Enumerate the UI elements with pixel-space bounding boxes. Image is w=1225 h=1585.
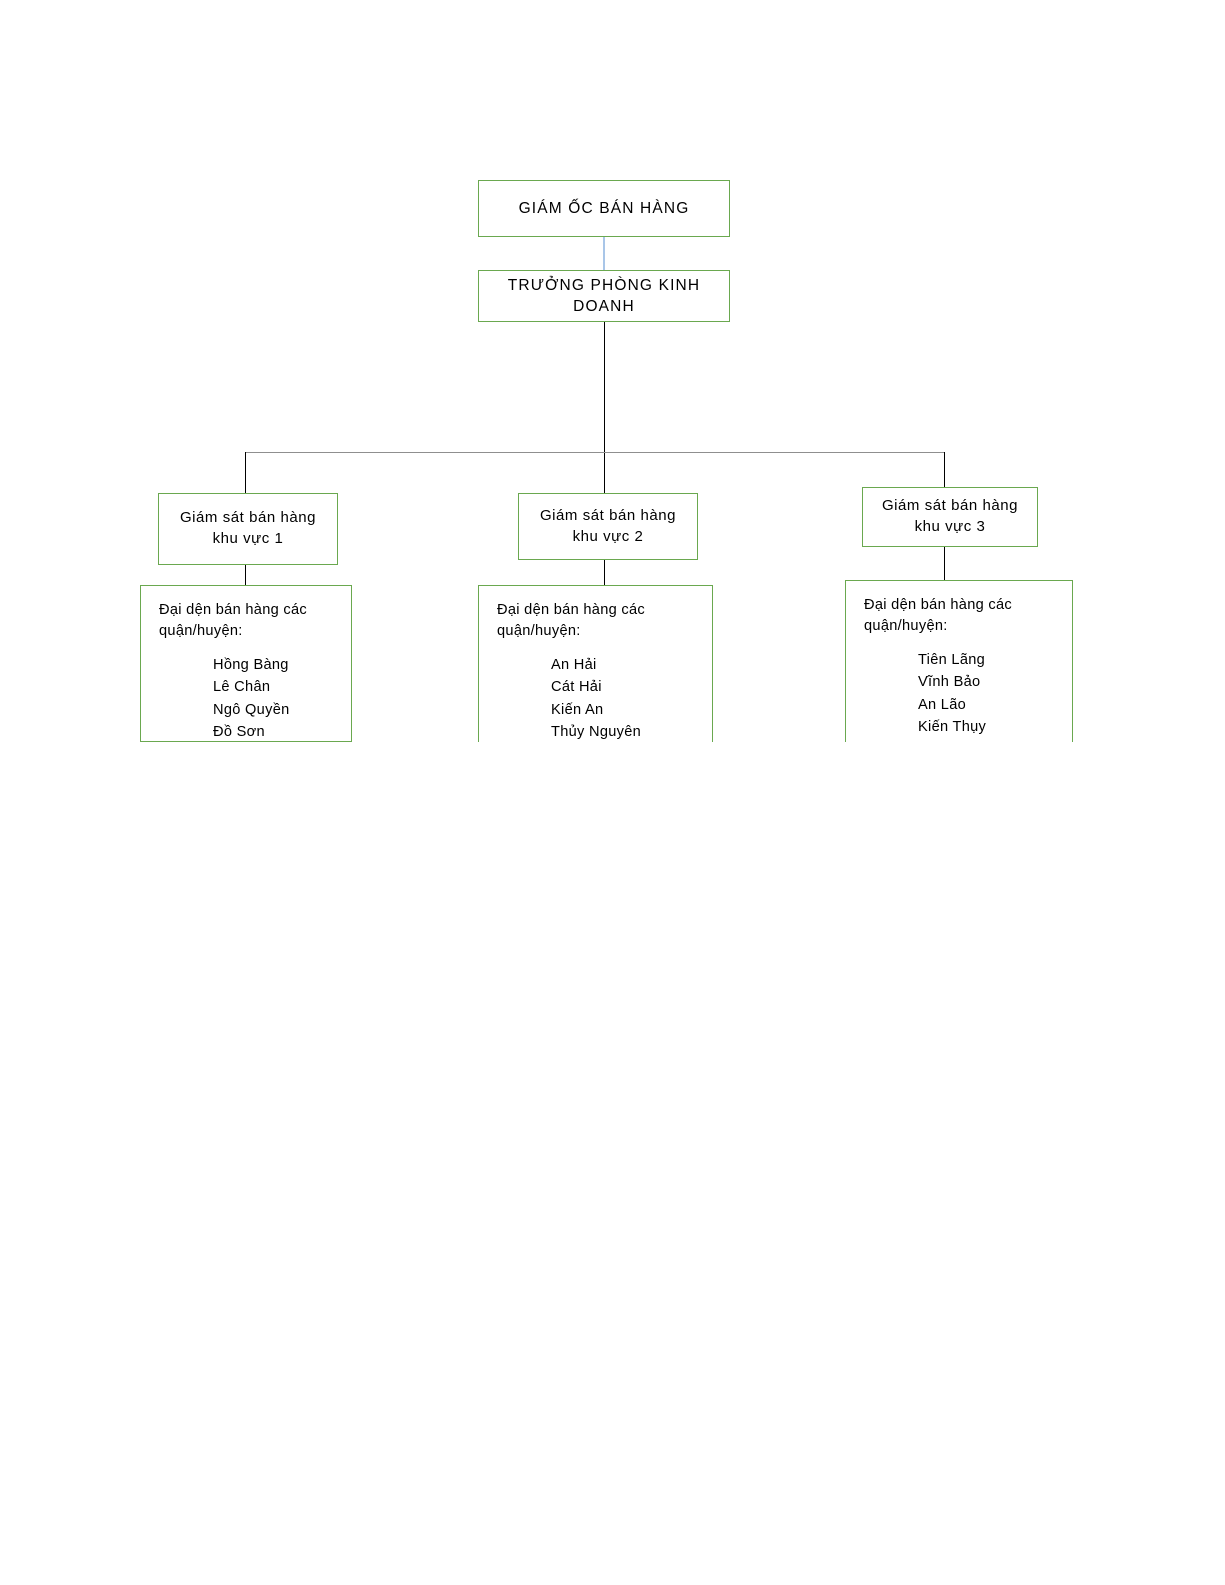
node-district-list-3[interactable]: Đại dện bán hàng các quận/huyện: Tiên Lã…: [845, 580, 1073, 742]
list-item: Hồng Bàng: [213, 657, 289, 674]
connector-supervisor-2-to-districts: [604, 560, 605, 585]
district-list-2-items: An Hải Cát Hải Kiến An Thủy Nguyên: [479, 654, 712, 743]
node-supervisor-region-1[interactable]: Giám sát bán hàng khu vực 1: [158, 493, 338, 565]
list-item: Lê Chân: [213, 679, 271, 696]
node-district-list-1[interactable]: Đại dện bán hàng các quận/huyện: Hồng Bà…: [140, 585, 352, 742]
district-list-1-heading-line-2: quận/huyện:: [159, 623, 243, 640]
list-item: An Hải: [551, 657, 597, 674]
list-item: Kiến An: [551, 701, 604, 718]
list-item: Cát Hải: [551, 679, 602, 696]
list-item: Thủy Nguyên: [551, 723, 642, 740]
node-supervisor-region-2[interactable]: Giám sát bán hàng khu vực 2: [518, 493, 698, 560]
list-item: An Lão: [918, 696, 967, 713]
node-supervisor-region-3[interactable]: Giám sát bán hàng khu vực 3: [862, 487, 1038, 547]
connector-supervisor-3-to-districts: [944, 547, 945, 580]
connector-manager-trunk: [604, 322, 605, 493]
district-list-1-items: Hồng Bàng Lê Chân Ngô Quyền Đồ Sơn: [141, 654, 351, 743]
list-item: Kiến Thụy: [918, 718, 987, 735]
district-list-2-heading-line-2: quận/huyện:: [497, 623, 581, 640]
sales-manager-label-line-2: DOANH: [573, 298, 635, 315]
list-item: Tiên Lãng: [918, 652, 986, 669]
connector-horizontal-bus: [245, 452, 945, 453]
connector-drop-supervisor-3: [944, 452, 945, 487]
sales-director-label: GIÁM ỐC BÁN HÀNG: [518, 199, 690, 217]
node-sales-manager[interactable]: TRƯỞNG PHÒNG KINH DOANH: [478, 270, 730, 322]
district-list-3-items: Tiên Lãng Vĩnh Bảo An Lão Kiến Thụy: [846, 649, 1072, 738]
district-list-1-heading-line-1: Đại dện bán hàng các: [159, 602, 307, 618]
supervisor-3-label-line-1: Giám sát bán hàng: [881, 497, 1019, 515]
district-list-3-heading-line-1: Đại dện bán hàng các: [864, 597, 1012, 613]
connector-drop-supervisor-1: [245, 452, 246, 493]
connector-supervisor-1-to-districts: [245, 565, 246, 585]
district-list-3-heading-line-2: quận/huyện:: [864, 618, 948, 635]
connector-director-to-manager: [603, 237, 605, 270]
node-district-list-2[interactable]: Đại dện bán hàng các quận/huyện: An Hải …: [478, 585, 713, 742]
node-sales-director[interactable]: GIÁM ỐC BÁN HÀNG: [478, 180, 730, 237]
supervisor-2-label-line-1: Giám sát bán hàng: [539, 506, 677, 524]
supervisor-1-label-line-2: khu vực 1: [212, 530, 284, 547]
list-item: Đồ Sơn: [213, 723, 265, 740]
list-item: Ngô Quyền: [213, 701, 290, 718]
district-list-2-heading-line-1: Đại dện bán hàng các: [497, 602, 645, 618]
sales-manager-label-line-1: TRƯỞNG PHÒNG KINH: [507, 276, 701, 294]
supervisor-2-label-line-2: khu vực 2: [572, 527, 644, 545]
supervisor-3-label-line-2: khu vực 3: [914, 518, 986, 535]
supervisor-1-label-line-1: Giám sát bán hàng: [179, 509, 317, 527]
list-item: Vĩnh Bảo: [918, 674, 981, 691]
